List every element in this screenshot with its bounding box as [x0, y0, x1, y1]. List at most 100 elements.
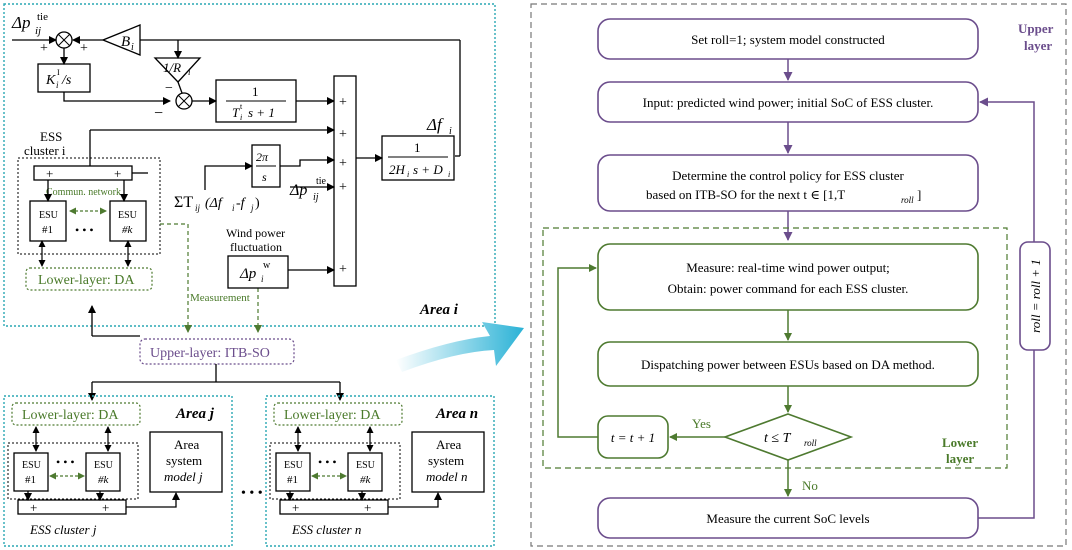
- b-gain-label: B: [121, 34, 130, 50]
- wind-box-sup: w: [263, 260, 271, 271]
- ki-sub: i: [56, 80, 59, 90]
- upper-layer-itb-so: [139, 338, 295, 365]
- lower-da-label: Lower-layer: DA: [22, 408, 119, 423]
- turbine-den: T: [232, 105, 240, 120]
- esu-k: [347, 452, 383, 492]
- step-measure-wind: [597, 243, 979, 311]
- delta-ptie-sup: tie: [316, 176, 327, 187]
- delta-ptie-label: Δp: [289, 182, 307, 199]
- delta-f-sub: i: [449, 126, 452, 137]
- dots: • • •: [318, 455, 337, 469]
- plus-sign: +: [40, 41, 48, 56]
- sum-t-label: ΣT: [174, 194, 193, 211]
- lower-layer-title: Lower: [942, 435, 978, 450]
- plus-sign: +: [80, 41, 88, 56]
- esu-num: #k: [98, 474, 110, 486]
- minus-sign: −: [154, 105, 163, 122]
- roll-increment-text: roll = roll + 1: [1028, 259, 1043, 333]
- area-system-model-j: [149, 431, 223, 493]
- gen-num: 1: [414, 140, 421, 155]
- ess-cluster-label-2: cluster i: [24, 143, 66, 158]
- ki-tail: /s: [61, 73, 72, 88]
- turbine-den-b: s + 1: [248, 105, 275, 120]
- step-measure-wind-text: Measure: real-time wind power output;: [686, 260, 890, 275]
- wind-label: Wind power: [226, 226, 285, 240]
- dots: • • •: [56, 455, 75, 469]
- roll-sub: roll: [901, 195, 914, 205]
- ess-cluster-n: [269, 442, 401, 500]
- plus-sign: +: [114, 166, 121, 181]
- svg-text:+: +: [30, 500, 37, 515]
- area-i-label: Area i: [419, 302, 459, 318]
- upper-layer-frame: [530, 3, 1067, 547]
- svg-text:+: +: [292, 500, 299, 515]
- upper-layer-label: Upper-layer: ITB-SO: [150, 346, 270, 361]
- area-n-label: Area n: [435, 406, 478, 422]
- sum-t-sub-j: j: [250, 203, 254, 213]
- r-gain-sub: i: [188, 67, 191, 77]
- step-input-text: Input: predicted wind power; initial SoC…: [643, 95, 934, 110]
- commun-network-label: Commun. network: [46, 187, 121, 198]
- sum-t-sub: ij: [195, 203, 201, 213]
- lower-da-area-j: [11, 402, 141, 426]
- wind-box-sub: i: [261, 274, 264, 284]
- wind-label-2: fluctuation: [230, 240, 282, 254]
- model-label: Area: [436, 437, 461, 452]
- upper-layer-title: Upper: [1018, 21, 1054, 36]
- gen-sub: i: [407, 170, 409, 179]
- ess-cluster-n-label: ESS cluster n: [291, 522, 361, 537]
- ess-cluster-label: ESS: [40, 129, 62, 144]
- between-areas-dots: • • •: [241, 486, 263, 501]
- ki-label: K: [45, 73, 56, 88]
- area-i-panel: Δp ij tie + + B i 1/R i K i I /s −: [3, 3, 496, 333]
- step-measure-wind-text-2: Obtain: power command for each ESS clust…: [668, 281, 909, 296]
- bracket: ]: [917, 187, 921, 202]
- turbine-den-sup: t: [240, 102, 243, 111]
- wind-fluctuation-block: [227, 255, 289, 289]
- step-control-policy: [597, 154, 979, 212]
- plus-sign: +: [339, 180, 347, 195]
- area-j-panel: Lower-layer: DA Area j ESU #1 ESU #k • •…: [3, 395, 233, 547]
- esu-num: #1: [287, 474, 298, 486]
- plus-sign: +: [339, 95, 347, 110]
- ki-sup: I: [57, 68, 60, 77]
- tie-input-sup: tie: [37, 11, 48, 23]
- area-n-panel: Lower-layer: DA Area n ESU #1 ESU #k • •…: [265, 395, 495, 547]
- upper-layer-title-2: layer: [1024, 38, 1052, 53]
- lower-layer-frame: [542, 227, 1008, 469]
- ess-cluster-j-label: ESS cluster j: [29, 522, 97, 537]
- esu-label: ESU: [118, 210, 138, 221]
- sum-t-expr2: -f: [236, 196, 247, 211]
- esu-label: ESU: [356, 460, 376, 471]
- ess-cluster-j: [7, 442, 139, 500]
- step-dispatching-text: Dispatching power between ESUs based on …: [641, 357, 935, 372]
- lower-da-area-n: [273, 402, 403, 426]
- delta-f-label: Δf: [426, 115, 444, 134]
- esu-num: #1: [25, 474, 36, 486]
- esu-label: ESU: [22, 460, 42, 471]
- two-pi: 2π: [256, 150, 269, 164]
- gen-den: 2H: [389, 162, 406, 177]
- esu-k: [109, 200, 147, 242]
- decision-text: t ≤ T: [764, 431, 792, 446]
- b-gain-sub: i: [131, 42, 134, 53]
- area-j-label: Area j: [175, 406, 215, 422]
- model-label-2: system: [166, 453, 202, 468]
- plus-sign: +: [339, 156, 347, 171]
- no-label: No: [802, 478, 818, 493]
- esu-label: ESU: [39, 210, 59, 221]
- gen-sub: i: [448, 170, 450, 179]
- model-label-3: model n: [426, 469, 468, 484]
- measurement-label: Measurement: [190, 292, 250, 304]
- lower-da-label: Lower-layer: DA: [284, 408, 381, 423]
- esu-num: #k: [122, 224, 134, 236]
- esu-label: ESU: [94, 460, 114, 471]
- model-label-2: system: [428, 453, 464, 468]
- model-label: Area: [174, 437, 199, 452]
- esu-k: [85, 452, 121, 492]
- svg-text:+: +: [364, 500, 371, 515]
- tie-input-sub: ij: [35, 25, 41, 37]
- step-control-policy-text: Determine the control policy for ESS clu…: [672, 168, 904, 183]
- lower-da-area-i: [25, 267, 153, 291]
